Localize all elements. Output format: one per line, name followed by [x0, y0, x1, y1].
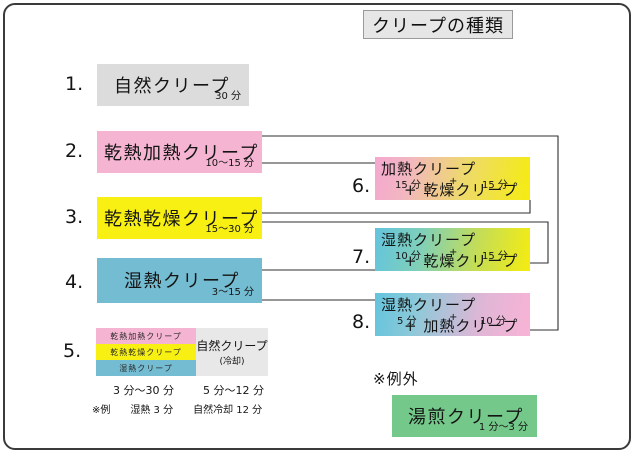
item-label-bottom: + 乾燥クリープ [404, 181, 519, 199]
item-label-top: 湿熱クリープ [381, 296, 477, 314]
item-number-1: 1. [65, 73, 84, 95]
item-label-top: 湿熱クリープ [381, 231, 477, 249]
combo-cooling-label: 自然クリープ [196, 339, 268, 353]
item-label: 自然クリープ [114, 76, 230, 97]
item-number-5: 5. [63, 340, 82, 362]
item-duration-right: 15 分 [482, 180, 508, 191]
item-box-moist-heat-plus-heating-creep[interactable]: 湿熱クリープ 5 分 + 10 分 + 加熱クリープ [375, 293, 530, 336]
item-duration: 1 分〜3 分 [478, 422, 528, 433]
combo-stack-segment-dry-heat-heating[interactable]: 乾熱加熱クリープ [96, 328, 196, 344]
item-label-bottom: + 乾燥クリープ [404, 252, 519, 270]
item-label: 乾熱乾燥クリープ [104, 209, 259, 230]
item-duration-right: 15 分 [482, 251, 508, 262]
item-plus-sign: + [449, 176, 458, 187]
item-duration-left: 10 分 [395, 251, 421, 262]
item-box-moist-heat-creep[interactable]: 湿熱クリープ 3〜15 分 [97, 258, 262, 303]
item-duration-left: 15 分 [395, 180, 421, 191]
item-label: 湯煎クリープ [408, 407, 524, 428]
page-title: クリープの種類 [363, 10, 513, 39]
item-box-dry-heat-drying-creep[interactable]: 乾熱乾燥クリープ 15〜30 分 [97, 197, 262, 239]
combo-stack-segment-dry-heat-drying[interactable]: 乾熱乾燥クリープ [96, 344, 196, 360]
exception-heading: ※例外 [373, 370, 419, 388]
item-number-6: 6. [352, 175, 371, 197]
item-duration: 10〜15 分 [205, 158, 254, 169]
item-box-moist-heat-plus-drying-creep[interactable]: 湿熱クリープ 10 分 + 15 分 + 乾燥クリープ [375, 228, 530, 271]
item-plus-sign: + [449, 312, 458, 323]
item-number-2: 2. [65, 140, 84, 162]
item-label-top: 加熱クリープ [381, 160, 477, 178]
item-number-4: 4. [65, 271, 84, 293]
item-label: 乾熱加熱クリープ [104, 143, 259, 164]
item-box-heating-plus-drying-creep[interactable]: 加熱クリープ 15 分 + 15 分 + 乾燥クリープ [375, 157, 530, 200]
item-box-natural-creep[interactable]: 自然クリープ 30 分 [97, 64, 249, 106]
item-number-3: 3. [65, 206, 84, 228]
combo-duration-left: 3 分〜30 分 [113, 384, 174, 397]
item-number-7: 7. [352, 246, 371, 268]
item-duration-right: 10 分 [480, 316, 506, 327]
item-number-8: 8. [352, 311, 371, 333]
combo-cooling-sublabel: (冷却) [219, 357, 245, 367]
combo-cooling-block[interactable]: 自然クリープ (冷却) [196, 328, 268, 376]
item-duration: 30 分 [215, 91, 241, 102]
item-box-double-boiler-creep[interactable]: 湯煎クリープ 1 分〜3 分 [392, 395, 537, 437]
item-duration: 15〜30 分 [205, 224, 254, 235]
combo-stack-segment-moist-heat[interactable]: 湿熱クリープ [96, 360, 196, 376]
item-plus-sign: + [449, 247, 458, 258]
item-duration: 3〜15 分 [211, 287, 254, 298]
combo-duration-right: 5 分〜12 分 [203, 384, 264, 397]
item-box-dry-heat-heating-creep[interactable]: 乾熱加熱クリープ 10〜15 分 [97, 131, 262, 173]
item-label: 湿熱クリープ [124, 271, 240, 292]
item-label-bottom: + 加熱クリープ [404, 317, 519, 335]
combo-note: ※例 湿熱 3 分 自然冷却 12 分 [92, 405, 263, 416]
item-duration-left: 5 分 [397, 316, 417, 327]
